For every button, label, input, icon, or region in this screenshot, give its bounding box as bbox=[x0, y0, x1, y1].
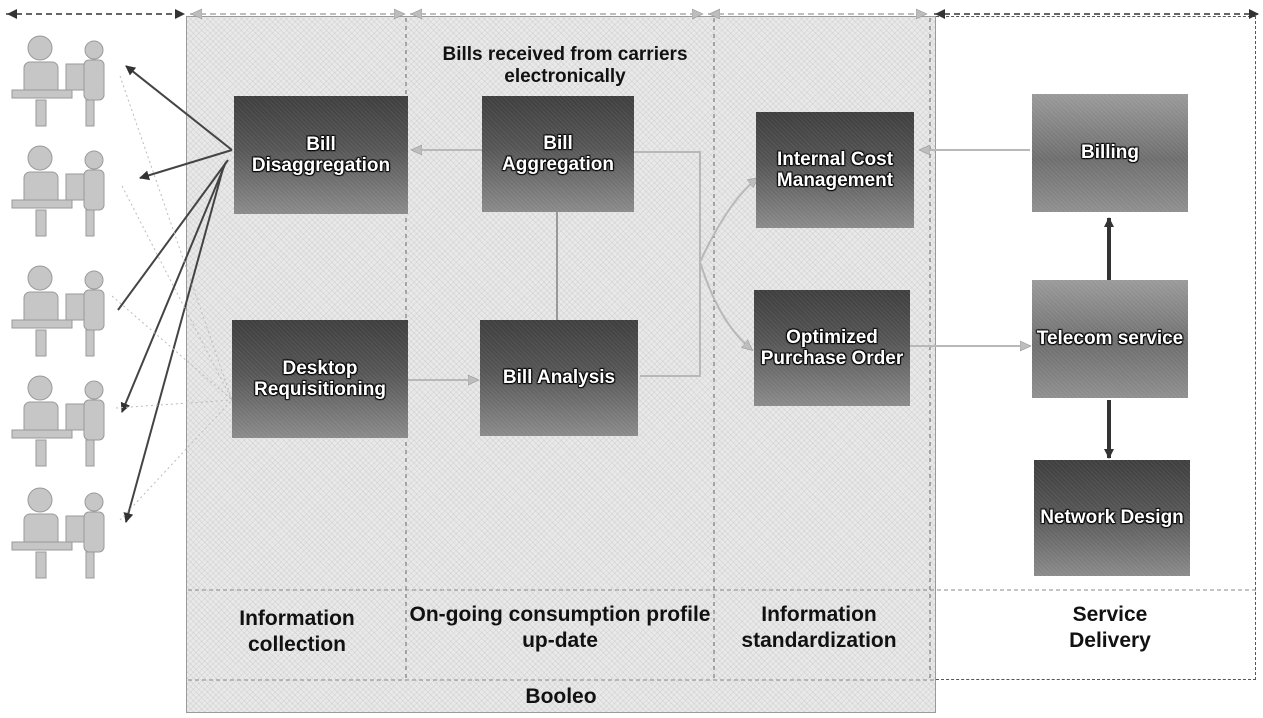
user-at-desk-icon bbox=[11, 35, 105, 127]
user-at-desk-icon bbox=[11, 265, 105, 357]
network-design-box: Network Design bbox=[1034, 460, 1190, 576]
bill-analysis-box: Bill Analysis bbox=[480, 320, 638, 436]
desktop-requisitioning-box: Desktop Requisitioning bbox=[232, 320, 408, 438]
bill-disaggregation-box: Bill Disaggregation bbox=[234, 96, 408, 214]
internal-cost-management-box: Internal Cost Management bbox=[756, 112, 914, 228]
top-caption: Bills received from carriers electronica… bbox=[442, 44, 688, 87]
row-separators bbox=[188, 589, 1256, 681]
telecom-service-box: Telecom service bbox=[1032, 280, 1188, 398]
flow-lines bbox=[408, 150, 1030, 380]
disaggregation-fanout bbox=[117, 65, 233, 523]
platform-label-booleo: Booleo bbox=[525, 685, 597, 708]
phase-label-service-delivery: Service Delivery bbox=[1069, 603, 1151, 652]
billing-box: Billing bbox=[1032, 94, 1188, 212]
user-at-desk-icon bbox=[11, 145, 105, 237]
user-at-desk-icon bbox=[11, 487, 105, 579]
user-at-desk-icon bbox=[11, 375, 105, 467]
bill-aggregation-box: Bill Aggregation bbox=[482, 96, 634, 212]
phase-label-ongoing-consumption: On-going consumption profile up-date bbox=[409, 603, 711, 652]
user-dotted-links bbox=[111, 75, 233, 521]
phase-label-information-collection: Information collection bbox=[239, 607, 355, 656]
optimized-purchase-order-box: Optimized Purchase Order bbox=[754, 290, 910, 406]
phase-label-information-standardization: Information standardization bbox=[741, 603, 897, 652]
